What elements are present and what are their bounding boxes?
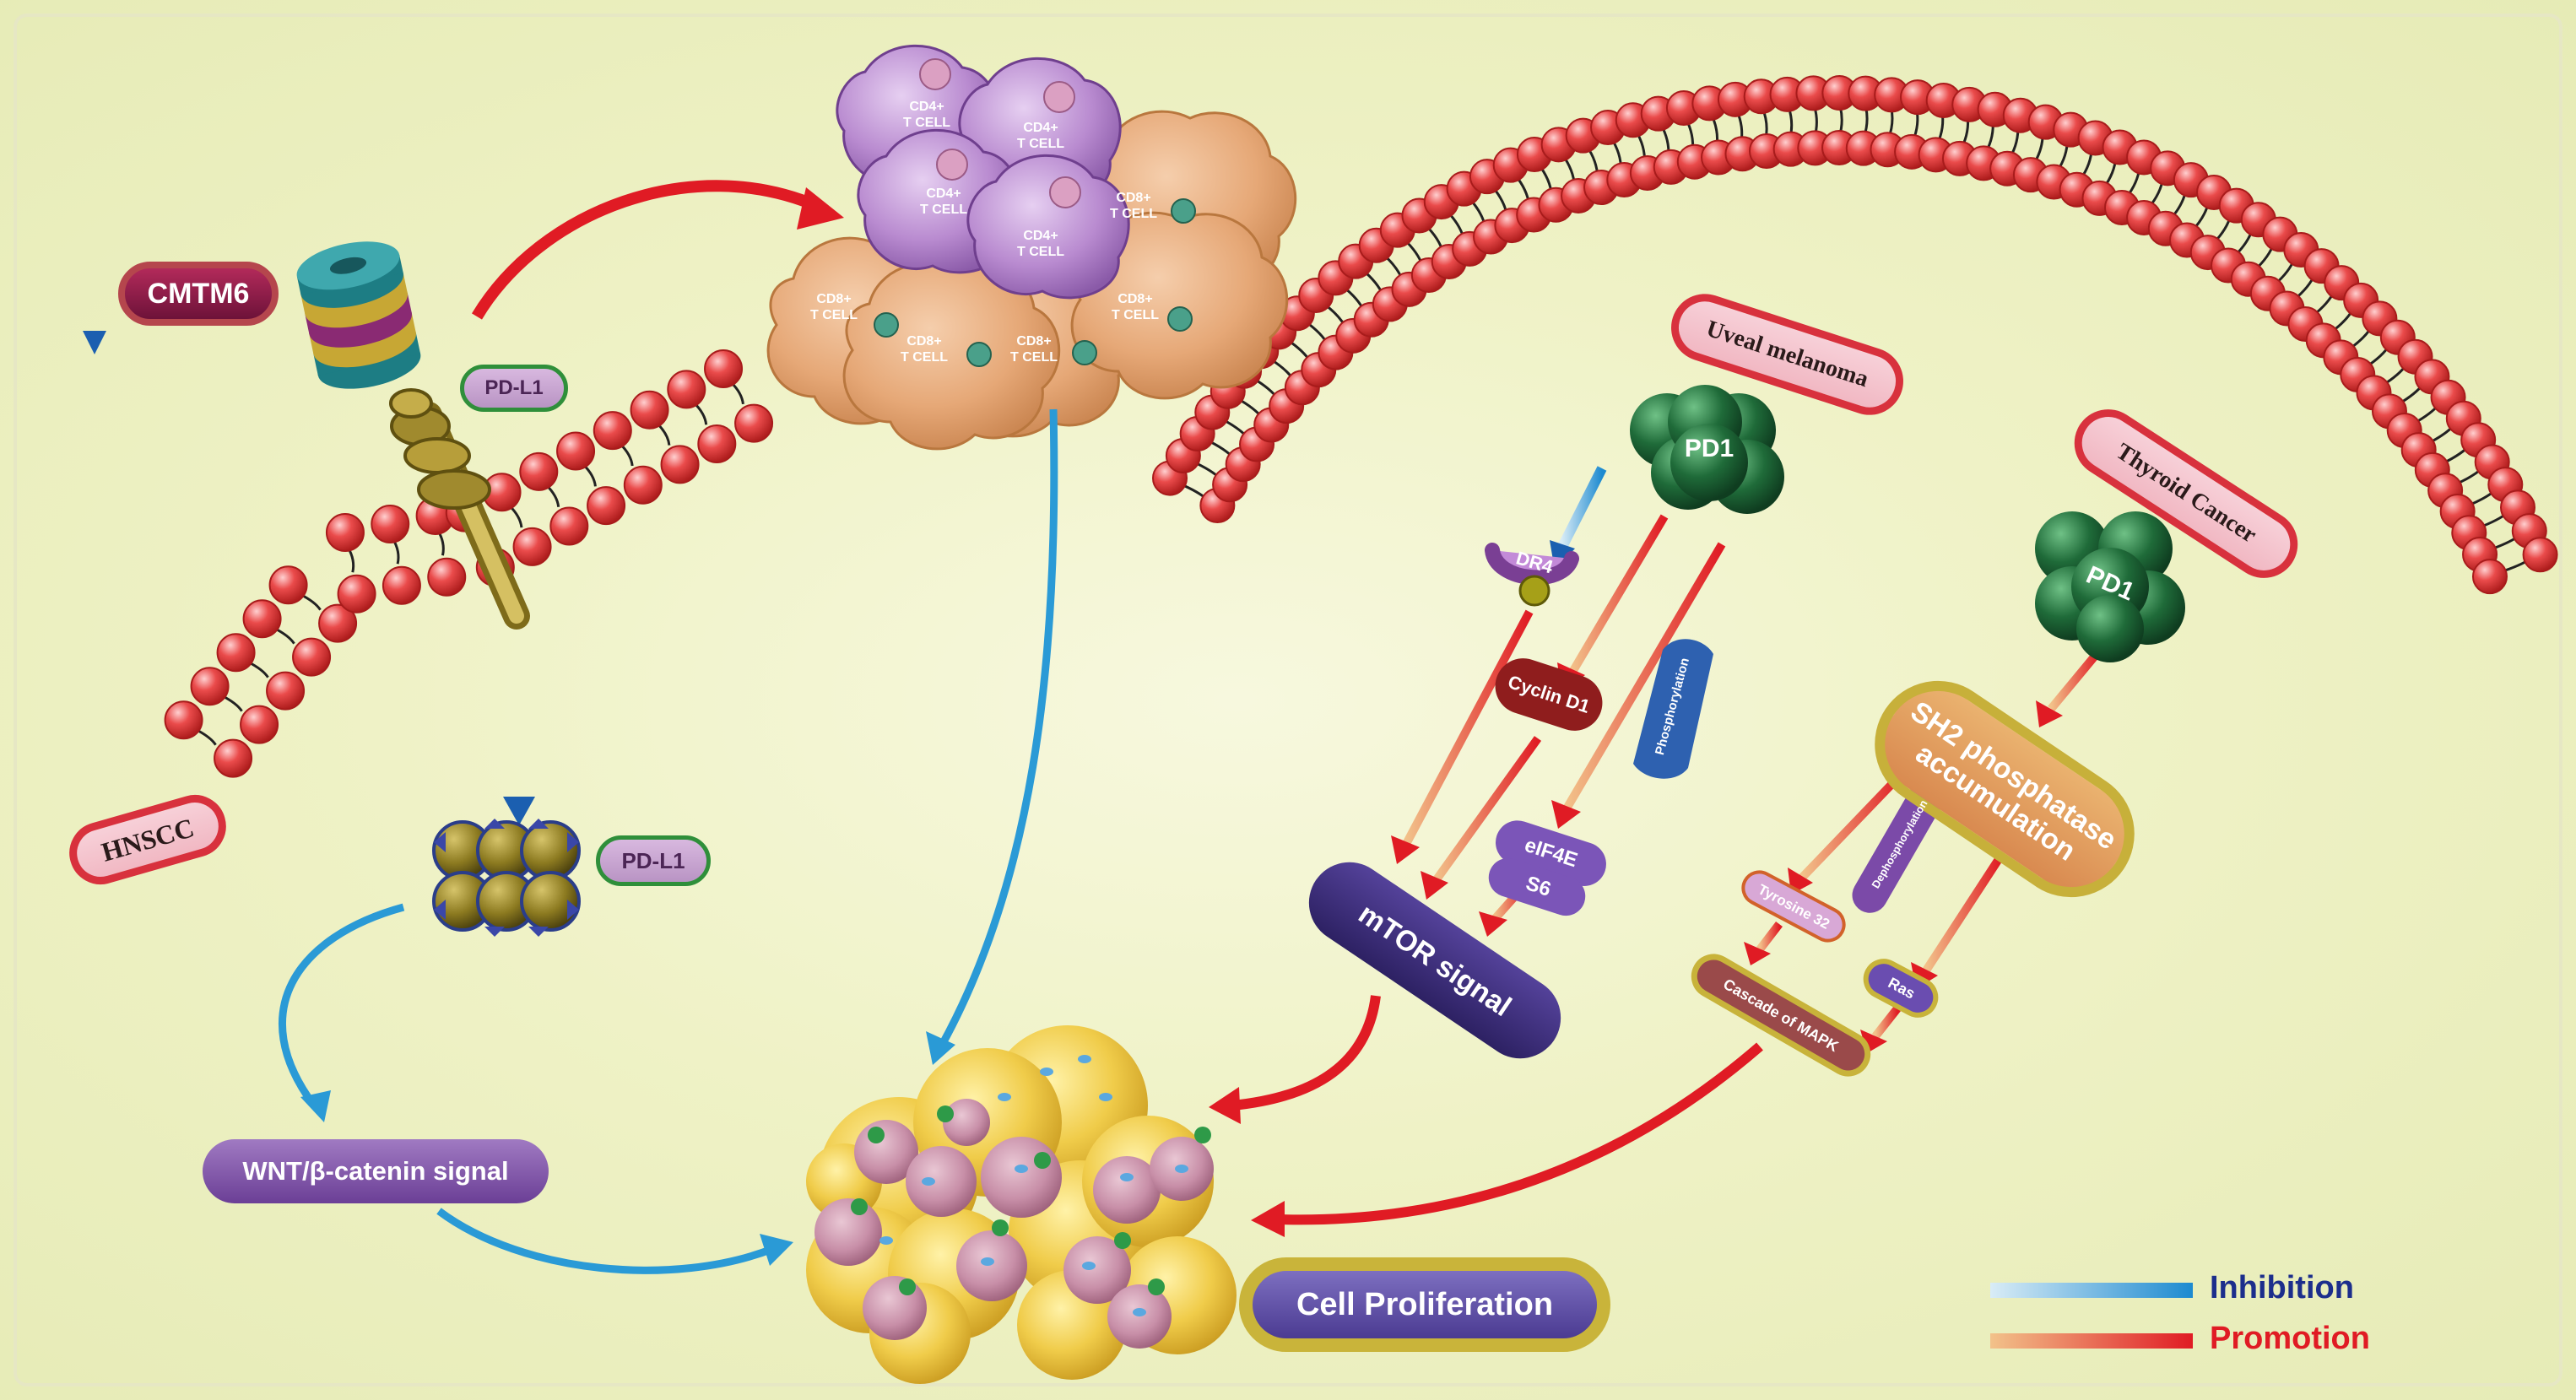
ras-node <box>1863 959 1939 1018</box>
inhibition-arrow-wnt-to-tumor <box>436 1208 793 1274</box>
cell-membrane-right <box>1152 75 2558 595</box>
promotion-arrow-mapk-to-tumor <box>1251 1042 1763 1237</box>
cd8-text: CD8+ <box>1016 334 1052 349</box>
pd-l1-label-bottom: PD-L1 <box>596 835 711 886</box>
tcell-text: T CELL <box>920 203 967 217</box>
legend-inhibition-swatch <box>1990 1283 2193 1298</box>
legend-promotion-swatch <box>1990 1333 2193 1349</box>
pd-l1-cluster-icon <box>432 819 581 937</box>
cyclin-d1-node <box>1495 658 1603 731</box>
legend-promotion-label: Promotion <box>2210 1321 2370 1356</box>
cd4-text: CD4+ <box>1023 121 1058 135</box>
cd8-t-cell-label: CD8+ T CELL <box>787 291 880 323</box>
dephosphorylation-node <box>1852 776 1946 913</box>
cd8-t-cell-label: CD8+T CELL <box>878 333 971 365</box>
promotion-arrow-to-t-cells <box>472 180 844 320</box>
tcell-text: T CELL <box>901 350 948 365</box>
cd4-text: CD4+ <box>926 186 961 201</box>
tcell-text: T CELL <box>1112 308 1159 322</box>
cd4-t-cell-label: CD4+ T CELL <box>880 99 973 131</box>
cd8-t-cell-label: CD8+ T CELL <box>1087 190 1180 222</box>
tcell-text: T CELL <box>1110 207 1157 221</box>
tcell-text: T CELL <box>903 116 950 130</box>
inhibition-arrow-pd-l1-to-wnt <box>279 903 405 1122</box>
tcell-text: T CELL <box>1017 137 1064 151</box>
inhibition-arrow-pd-l1-down <box>503 641 535 825</box>
cd4-t-cell-label: CD4+ T CELL <box>994 120 1087 152</box>
cmtm6-protein-stack-icon <box>296 241 421 389</box>
cd8-text: CD8+ <box>816 292 852 306</box>
inhibition-arrow-cmtm6 <box>83 263 106 354</box>
cd8-t-cell-label: CD8+T CELL <box>988 333 1080 365</box>
promotion-arrow-mtor-to-tumor <box>1209 995 1381 1124</box>
cd4-text: CD4+ <box>1023 229 1058 243</box>
eif4e-s6-node <box>1488 820 1606 916</box>
promotion-arrows-uveal <box>1391 514 1726 937</box>
tcell-text: T CELL <box>1017 245 1064 259</box>
pd-l1-label-top: PD-L1 <box>460 365 568 412</box>
cd4-t-cell-label: CD4+ T CELL <box>994 228 1087 260</box>
pd-l1-membrane-protein-icon <box>389 388 530 630</box>
cd8-t-cell-label: CD8+ T CELL <box>1089 291 1182 323</box>
cd8-text: CD8+ <box>1118 292 1153 306</box>
promotion-arrows-thyroid <box>1744 646 2103 1053</box>
wnt-beta-catenin-signal-label: WNT/β-catenin signal <box>203 1139 549 1203</box>
mapk-node <box>1691 954 1871 1077</box>
cell-membrane-left <box>164 349 774 778</box>
legend-inhibition-label: Inhibition <box>2210 1270 2354 1305</box>
cmtm6-label: CMTM6 <box>118 262 279 326</box>
cd8-text: CD8+ <box>906 334 942 349</box>
cd4-t-cell-label: CD4+ T CELL <box>897 186 990 218</box>
cd8-text: CD8+ <box>1116 191 1151 205</box>
pd1-uveal-label: PD1 <box>1684 435 1734 462</box>
dr4-receptor-icon <box>1485 543 1579 607</box>
cd4-text: CD4+ <box>909 100 944 114</box>
cd8-t-cell-icon <box>766 110 1297 451</box>
tyrosine-32-node <box>1741 870 1846 943</box>
inhibition-arrow-t-cells-to-tumor <box>926 408 1058 1065</box>
pd1-cluster-uveal-icon <box>1630 385 1784 514</box>
tcell-text: T CELL <box>1010 350 1058 365</box>
cd4-t-cell-icon <box>836 44 1130 300</box>
tcell-text: T CELL <box>810 308 858 322</box>
cell-proliferation-label: Cell Proliferation <box>1239 1257 1610 1352</box>
tumor-cell-cluster-icon <box>806 1025 1237 1384</box>
phosphorylation-node <box>1633 639 1713 779</box>
pd1-cluster-thyroid-icon <box>2035 511 2185 662</box>
t-cell-cluster <box>766 44 1297 451</box>
